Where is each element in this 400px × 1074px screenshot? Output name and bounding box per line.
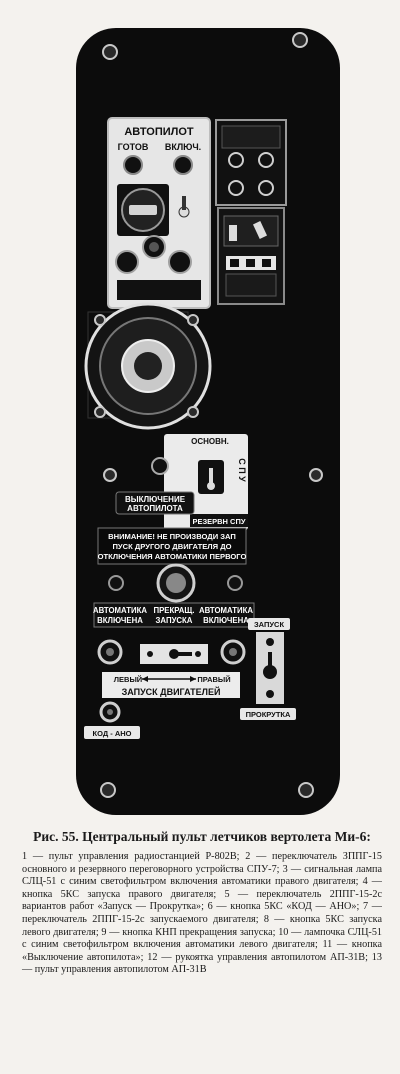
autopilot-round-control[interactable] bbox=[115, 250, 139, 274]
engine-start-plate bbox=[102, 672, 240, 698]
ready-label: ГОТОВ bbox=[118, 142, 149, 152]
screw-icon bbox=[147, 651, 153, 657]
kod-ano-label: КОД - АНО bbox=[93, 729, 132, 738]
warning-line2: ПУСК ДРУГОГО ДВИГАТЕЛЯ ДО bbox=[112, 542, 231, 551]
warning-plate bbox=[97, 527, 247, 565]
arrow-left-icon bbox=[142, 676, 148, 682]
screw-icon bbox=[266, 638, 274, 646]
stop-label-2: ЗАПУСКА bbox=[156, 616, 193, 625]
ap-off-label-line1: ВЫКЛЮЧЕНИЕ bbox=[125, 495, 186, 504]
arrow-right-icon bbox=[190, 676, 196, 682]
osnovn-label: ОСНОВН. bbox=[191, 437, 229, 446]
screw-icon bbox=[187, 314, 199, 326]
radio-knob[interactable] bbox=[258, 152, 274, 168]
screw-icon bbox=[100, 782, 116, 798]
autopilot-round-control[interactable] bbox=[168, 250, 192, 274]
warning-line3: ОТКЛЮЧЕНИЯ АВТОМАТИКИ ПЕРВОГО bbox=[98, 552, 247, 561]
screw-icon bbox=[94, 406, 106, 418]
auto-left-label-2: ВКЛЮЧЕНА bbox=[97, 616, 143, 625]
engaged-lamp-icon bbox=[173, 155, 193, 175]
autopilot-lower-bracket bbox=[117, 280, 201, 300]
autopilot-label: АВТОПИЛОТ bbox=[124, 126, 194, 138]
spu-switch-lever[interactable] bbox=[209, 468, 213, 484]
screw-icon bbox=[195, 651, 201, 657]
engaged-label: ВКЛЮЧ. bbox=[165, 142, 201, 152]
zapusk-label: ЗАПУСК bbox=[254, 620, 284, 629]
figure-caption: Рис. 55. Центральный пульт летчиков верт… bbox=[22, 828, 382, 977]
control-center-icon bbox=[149, 242, 159, 252]
reserv-plate bbox=[190, 514, 248, 527]
spu-label: С П У bbox=[237, 458, 247, 482]
zapusk-plate bbox=[248, 618, 290, 630]
left-label: ЛЕВЫЙ bbox=[114, 675, 142, 684]
screw-icon bbox=[298, 782, 314, 798]
screw-icon bbox=[94, 314, 106, 326]
ready-lamp-icon bbox=[123, 155, 143, 175]
auto-right-label-1: АВТОМАТИКА bbox=[199, 606, 253, 615]
engine-start-label: ЗАПУСК ДВИГАТЕЛЕЙ bbox=[122, 686, 221, 697]
auto-right-label-2: ВКЛЮЧЕНА bbox=[203, 616, 249, 625]
caption-title: Рис. 55. Центральный пульт летчиков верт… bbox=[33, 829, 371, 844]
radio-lever-icon[interactable] bbox=[229, 225, 237, 241]
autopilot-off-button[interactable] bbox=[151, 457, 169, 475]
stop-label-1: ПРЕКРАЩ. bbox=[153, 606, 194, 615]
radio-label-plate bbox=[221, 125, 281, 149]
radio-knob[interactable] bbox=[228, 180, 244, 196]
ap-off-label-line2: АВТОПИЛОТА bbox=[127, 504, 183, 513]
engine-selector-lever[interactable] bbox=[174, 652, 192, 656]
auto-left-label-1: АВТОМАТИКА bbox=[93, 606, 147, 615]
start-mode-switch-base bbox=[263, 665, 277, 679]
toggle-lever-icon bbox=[182, 196, 186, 210]
button-center-icon bbox=[229, 648, 237, 656]
prokrutka-label: ПРОКРУТКА bbox=[246, 710, 291, 719]
kod-ano-plate bbox=[84, 726, 140, 739]
start-mode-switch-lever[interactable] bbox=[268, 652, 272, 670]
radio-indicator-cell bbox=[262, 259, 271, 267]
speaker-center-icon bbox=[134, 352, 162, 380]
stop-button-cap-icon bbox=[166, 573, 186, 593]
knob-grip-icon bbox=[129, 205, 157, 215]
screw-icon bbox=[187, 406, 199, 418]
radio-lever-icon[interactable] bbox=[252, 221, 268, 239]
radio-knob[interactable] bbox=[228, 152, 244, 168]
prokrutka-plate bbox=[240, 708, 296, 720]
right-label: ПРАВЫЙ bbox=[197, 675, 230, 684]
warning-line1: ВНИМАНИЕ! НЕ ПРОИЗВОДИ ЗАП bbox=[108, 532, 236, 541]
button-center-icon bbox=[106, 648, 114, 656]
radio-indicator-cell bbox=[246, 259, 255, 267]
button-center-icon bbox=[107, 709, 113, 715]
screw-icon bbox=[292, 32, 308, 48]
right-auto-lamp-icon bbox=[227, 575, 243, 591]
left-auto-lamp-icon bbox=[108, 575, 124, 591]
reserv-label: РЕЗЕРВН СПУ bbox=[192, 517, 245, 526]
radio-indicator-cell bbox=[230, 259, 239, 267]
radio-knob[interactable] bbox=[258, 180, 274, 196]
screw-icon bbox=[102, 44, 118, 60]
radio-bottom-block bbox=[225, 273, 277, 297]
caption-body: 1 — пульт управления радиостанцией Р-802… bbox=[22, 851, 382, 976]
screw-icon bbox=[266, 690, 274, 698]
screw-icon bbox=[103, 468, 117, 482]
ap-off-plate bbox=[115, 491, 195, 515]
automation-labels-plate bbox=[93, 602, 255, 628]
screw-icon bbox=[309, 468, 323, 482]
